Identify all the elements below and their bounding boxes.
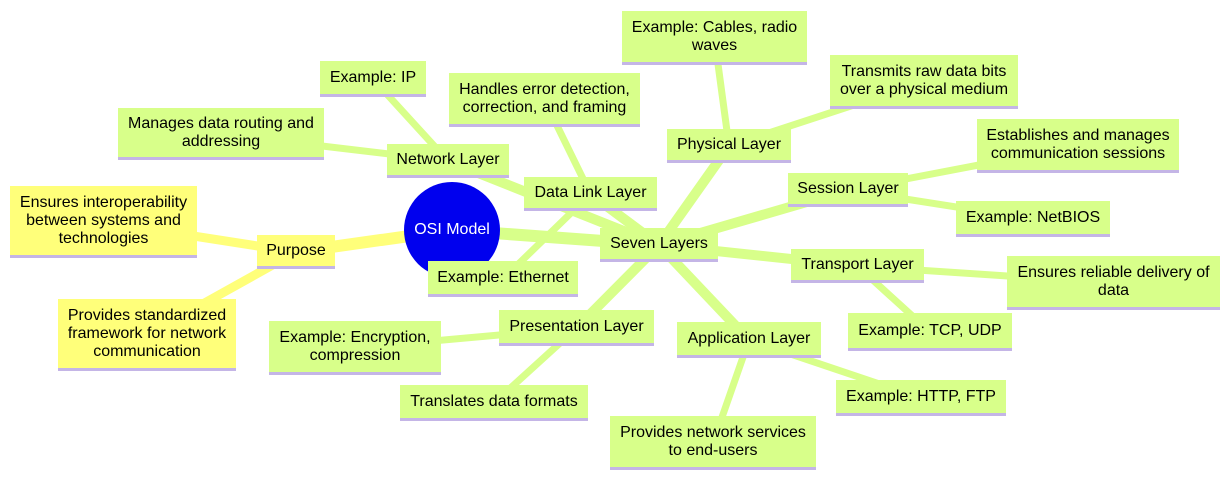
application-layer-description-node[interactable]: Provides network services to end-users [610,416,816,470]
network-layer-description-node[interactable]: Manages data routing and addressing [118,108,324,160]
purpose-framework-node[interactable]: Provides standardized framework for netw… [58,299,236,371]
physical-layer-node[interactable]: Physical Layer [667,129,791,163]
application-layer-node[interactable]: Application Layer [677,322,821,358]
presentation-layer-example-text: Example: Encryption, compression [279,328,431,364]
data-link-layer-description-text: Handles error detection, correction, and… [459,80,630,116]
purpose-node[interactable]: Purpose [257,235,335,269]
transport-layer-example-node[interactable]: Example: TCP, UDP [848,313,1012,351]
transport-layer-node[interactable]: Transport Layer [791,249,924,283]
transport-layer-example-text: Example: TCP, UDP [858,321,1002,339]
application-layer-example-node[interactable]: Example: HTTP, FTP [836,380,1006,416]
physical-layer-description-node[interactable]: Transmits raw data bits over a physical … [830,55,1018,109]
network-layer-example-text: Example: IP [329,68,417,86]
presentation-layer-description-node[interactable]: Translates data formats [400,385,588,421]
data-link-layer-example-node[interactable]: Example: Ethernet [428,261,578,297]
purpose-interoperability-node[interactable]: Ensures interoperability between systems… [10,186,197,258]
session-layer-description-node[interactable]: Establishes and manages communication se… [977,119,1179,173]
data-link-layer-label: Data Link Layer [534,183,647,201]
network-layer-label: Network Layer [396,150,500,168]
network-layer-example-node[interactable]: Example: IP [320,61,426,97]
physical-layer-label: Physical Layer [676,135,782,153]
application-layer-label: Application Layer [687,329,811,347]
session-layer-example-text: Example: NetBIOS [965,208,1101,226]
purpose-label: Purpose [266,241,326,259]
data-link-layer-description-node[interactable]: Handles error detection, correction, and… [449,73,640,127]
physical-layer-example-node[interactable]: Example: Cables, radio waves [622,11,807,65]
application-layer-example-text: Example: HTTP, FTP [846,387,996,405]
presentation-layer-example-node[interactable]: Example: Encryption, compression [269,321,441,375]
purpose-framework-text: Provides standardized framework for netw… [67,306,227,360]
presentation-layer-node[interactable]: Presentation Layer [499,310,654,346]
network-layer-description-text: Manages data routing and addressing [128,114,314,150]
data-link-layer-node[interactable]: Data Link Layer [524,177,657,211]
session-layer-node[interactable]: Session Layer [788,173,908,207]
purpose-interoperability-text: Ensures interoperability between systems… [19,193,188,247]
transport-layer-description-text: Ensures reliable delivery of data [1017,263,1210,299]
physical-layer-description-text: Transmits raw data bits over a physical … [839,62,1009,98]
application-layer-description-text: Provides network services to end-users [620,423,806,459]
root-node-label: OSI Model [414,221,490,238]
data-link-layer-example-text: Example: Ethernet [437,268,569,286]
physical-layer-example-text: Example: Cables, radio waves [631,18,798,54]
presentation-layer-label: Presentation Layer [509,317,644,335]
transport-layer-description-node[interactable]: Ensures reliable delivery of data [1007,256,1220,310]
session-layer-example-node[interactable]: Example: NetBIOS [956,201,1110,237]
seven-layers-node[interactable]: Seven Layers [600,228,718,262]
network-layer-node[interactable]: Network Layer [387,144,509,178]
presentation-layer-description-text: Translates data formats [410,392,578,410]
transport-layer-label: Transport Layer [801,255,914,273]
session-layer-description-text: Establishes and manages communication se… [986,126,1170,162]
session-layer-label: Session Layer [797,179,899,197]
seven-layers-label: Seven Layers [610,234,708,252]
